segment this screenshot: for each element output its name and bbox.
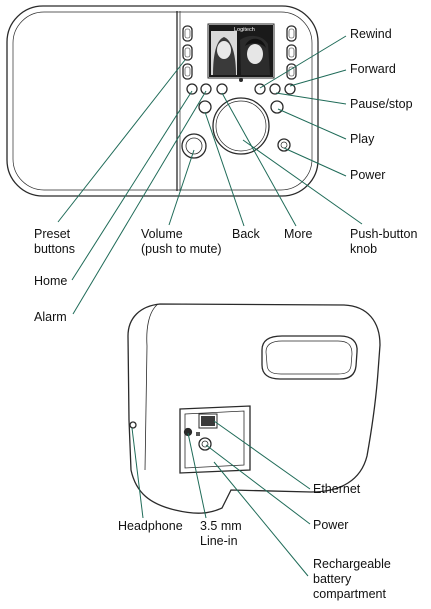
radio-body <box>6 5 319 197</box>
leader-headphone <box>131 427 144 519</box>
radio-front-view <box>6 5 319 197</box>
more-button <box>216 83 228 95</box>
push-button-knob <box>212 97 270 155</box>
label-battery-compartment: Rechargeable battery compartment <box>313 557 391 601</box>
label-headphone: Headphone <box>118 519 183 533</box>
pause-stop-button <box>269 83 281 95</box>
screen-image: Logitech <box>209 25 273 77</box>
leader-line-in <box>187 432 207 519</box>
leader-alarm <box>72 90 207 315</box>
leader-ethernet <box>213 420 311 490</box>
leader-preset <box>57 59 186 223</box>
leader-more <box>221 92 297 227</box>
port-panel <box>179 405 251 474</box>
port-shading <box>196 416 215 436</box>
leader-forward <box>289 69 347 87</box>
leader-battery <box>213 461 309 577</box>
label-push-button-knob: Push-button knob <box>350 227 418 256</box>
leader-volume <box>168 149 195 226</box>
leader-play <box>277 108 347 140</box>
play-button <box>270 100 284 114</box>
label-alarm: Alarm <box>34 310 67 324</box>
label-preset-buttons: Preset buttons <box>34 227 76 256</box>
rewind-button <box>254 83 266 95</box>
label-line-in: 3.5 mm Line-in <box>200 519 242 548</box>
label-forward: Forward <box>350 62 396 76</box>
rear-body-outline <box>127 303 381 514</box>
label-play: Play <box>350 132 375 146</box>
leader-back <box>204 111 245 227</box>
leader-lines <box>57 35 363 577</box>
alarm-button <box>200 83 212 95</box>
line-in-port <box>183 427 193 437</box>
volume-knob <box>181 133 207 159</box>
screen-logo-text: Logitech <box>234 27 255 33</box>
power-button <box>277 138 291 152</box>
label-home: Home <box>34 274 68 288</box>
headphone-jack <box>129 421 137 429</box>
label-rewind: Rewind <box>350 27 392 41</box>
label-power: Power <box>350 168 386 182</box>
forward-button <box>284 83 296 95</box>
radio-body-inner <box>12 11 313 191</box>
label-back: Back <box>232 227 260 241</box>
leader-power <box>283 147 347 177</box>
leader-knob <box>242 139 363 225</box>
label-ethernet: Ethernet <box>313 482 361 496</box>
rear-handle <box>261 335 358 380</box>
leader-rewind <box>259 35 347 89</box>
radio-rear-view <box>127 303 381 514</box>
home-button <box>186 83 198 95</box>
label-rear-power: Power <box>313 518 349 532</box>
preset-buttons-left <box>182 25 193 80</box>
label-more: More <box>284 227 313 241</box>
label-pause-stop: Pause/stop <box>350 97 413 111</box>
leader-pause-stop <box>275 92 347 105</box>
power-port <box>198 437 212 451</box>
logo-mark <box>239 78 243 82</box>
ethernet-port <box>198 413 218 429</box>
leader-rear-power <box>205 444 311 525</box>
back-button <box>198 100 212 114</box>
control-button-row <box>186 83 296 152</box>
leader-home <box>71 90 193 281</box>
label-volume: Volume (push to mute) <box>141 227 222 256</box>
